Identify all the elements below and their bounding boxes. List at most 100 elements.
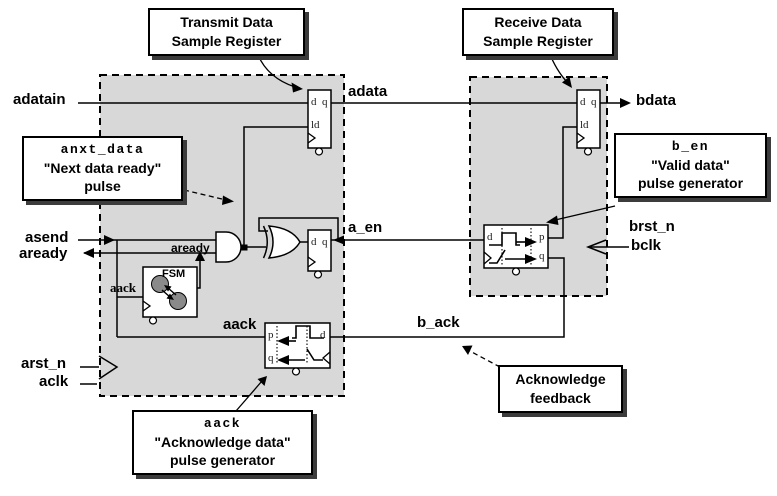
transmit-callout-arrowhead (291, 82, 303, 93)
aack-edge-trace (306, 348, 323, 361)
bdata-arrowhead (620, 98, 631, 108)
valid-data-callout-arrow (552, 205, 616, 222)
a_en-ff-d-pin: d (311, 236, 317, 248)
transmit-callout-arrow (257, 54, 296, 88)
adatain-label: adatain (13, 91, 66, 108)
b_en-gen-p-pin: p (539, 231, 545, 243)
aack-reset-bubble-icon (291, 367, 301, 376)
aready-arrowhead (83, 248, 94, 258)
transmit-callout-line2: Sample Register (171, 32, 282, 49)
fsm-reset-bubble-icon (148, 316, 158, 325)
receive-clock-wedge-icon (576, 132, 586, 144)
and-gate-icon (215, 231, 242, 263)
transmit-callout: Transmit Data Sample Register (148, 8, 305, 56)
fsm-aready-arrowhead (195, 251, 205, 261)
wire-arrowheads (83, 98, 631, 261)
ack-feedback-callout-line1: Acknowledge (515, 371, 606, 387)
a_en-feedback-wire (258, 217, 339, 240)
aack-gen-q-pin: q (268, 352, 274, 364)
clock-wedges (142, 132, 586, 365)
b_en-gen-q-pin: q (539, 250, 545, 262)
ack-feedback-callout: Acknowledge feedback (498, 365, 623, 413)
brst_n-label: brst_n (629, 218, 675, 235)
fsm-state-a (151, 275, 169, 293)
ack-feedback-callout-arrow (468, 349, 501, 368)
aready-inner-label: aready (171, 241, 210, 255)
fsm-aready-wire (197, 255, 201, 289)
fsm-clock-wedge-icon (142, 300, 152, 312)
b_en-sample-lines (501, 228, 532, 265)
b_en-edge-arrowhead (525, 254, 537, 264)
receive-ff-q-pin: q (591, 96, 597, 108)
b_ack-wire (330, 257, 565, 338)
next-data-callout-arrowhead (222, 195, 234, 205)
fsm-state-diagram-icon (151, 275, 187, 310)
b_en-pulse-waveform-icon (489, 228, 537, 265)
aclk-chevron-icon (98, 355, 119, 380)
b_en-pulse-trace (489, 232, 520, 246)
ack-data-callout-signal: aack (203, 416, 242, 431)
receive-ff-ld-pin: ld (580, 119, 589, 131)
fsm-block-symbol (142, 266, 198, 318)
load-wire (243, 126, 308, 247)
fsm-arc-1-arrowhead (166, 293, 174, 300)
next-data-callout: anxt_data "Next data ready" pulse (22, 136, 183, 202)
aack-gen-d-pin: d (320, 329, 326, 341)
a_en-reset-bubble-icon (313, 270, 323, 279)
aready-label: aready (19, 245, 68, 262)
and-out-junction (241, 244, 248, 251)
ack-data-callout-arrow (235, 380, 263, 412)
block-bodies (142, 89, 601, 369)
b_en-edge-trace (489, 249, 506, 264)
a_en-feedback-arrowhead (333, 235, 344, 245)
b_en-gen-d-pin: d (487, 231, 493, 243)
asend-label: asend (25, 229, 69, 246)
b_en-pulse-generator-symbol (483, 224, 549, 269)
asend-arrowhead (104, 235, 115, 245)
valid-data-callout-arrowhead (546, 215, 559, 225)
transmit-callout-line1: Transmit Data (180, 14, 273, 30)
ack-data-callout-line2: pulse generator (169, 452, 276, 469)
fsm-state-b (169, 292, 187, 310)
valid-data-callout-line2: pulse generator (637, 175, 744, 192)
adata-label: adata (348, 83, 388, 100)
next-data-callout-signal: anxt_data (60, 142, 145, 157)
fsm-arc-2-arrowhead (164, 285, 172, 292)
next-data-callout-line1: "Next data ready" (43, 159, 162, 176)
b_en-load-wire (548, 126, 577, 239)
aack-pulse-arrowhead (277, 336, 289, 346)
ack-data-callout-line1: "Acknowledge data" (154, 433, 291, 450)
receive-callout: Receive Data Sample Register (462, 8, 614, 56)
receive-callout-line2: Sample Register (483, 32, 593, 49)
clock-chevrons (98, 239, 607, 380)
aack-edge-arrowhead (277, 355, 289, 365)
valid-data-callout-line1: "Valid data" (651, 156, 730, 173)
transmit-ff-d-pin: d (311, 96, 317, 108)
next-data-callout-line2: pulse (84, 178, 121, 195)
receive-ff-d-pin: d (580, 96, 586, 108)
ack-data-callout-arrowhead (257, 376, 267, 386)
callout-arrows (183, 51, 616, 412)
aack-fsm-label: aack (110, 280, 136, 295)
b_en-pulse-arrowhead (525, 237, 537, 247)
b_ack-label: b_ack (417, 314, 460, 331)
transmit-reset-bubble-icon (314, 147, 324, 156)
xor-gate-back-arc (262, 225, 268, 259)
ack-feedback-callout-line2: feedback (530, 389, 591, 406)
aack-sample-lines (276, 326, 308, 364)
fsm-block-label: FSM (162, 268, 186, 280)
ack-feedback-callout-arrowhead (462, 345, 473, 355)
xor-gate-icon (267, 225, 301, 259)
transmit-clock-wedge-icon (307, 132, 317, 144)
transmit-ff-ld-pin: ld (311, 119, 320, 131)
ack-data-callout: aack "Acknowledge data" pulse generator (132, 410, 313, 476)
valid-data-callout: b_en "Valid data" pulse generator (614, 133, 767, 199)
bdata-label: bdata (636, 92, 677, 109)
next-data-callout-arrow (183, 189, 227, 201)
aack-pulse-trace (292, 325, 324, 339)
a_en-ff-q-pin: q (322, 236, 328, 248)
aack-clock-wedge-icon (322, 351, 331, 365)
receive-reset-bubble-icon (583, 147, 593, 156)
transmit-ff-q-pin: q (322, 96, 328, 108)
